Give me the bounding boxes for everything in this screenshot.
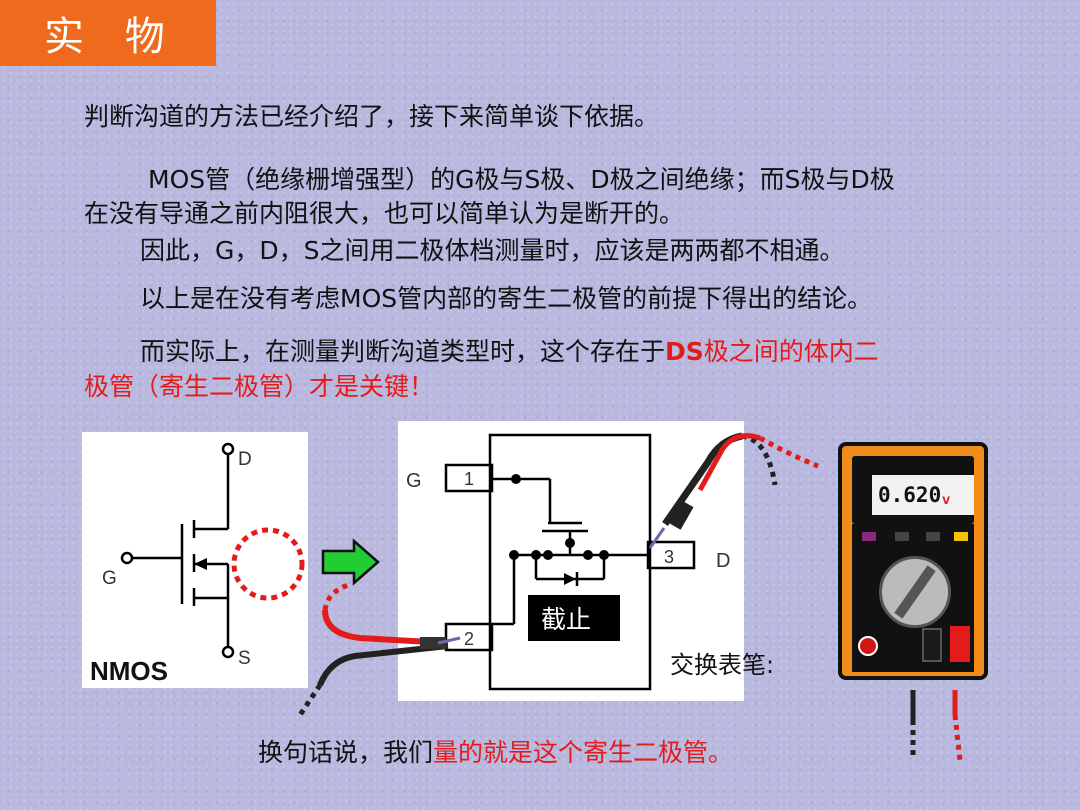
mode-button-yellow[interactable]	[954, 532, 968, 541]
red-probe-plug[interactable]	[950, 626, 970, 662]
input-jack-red[interactable]	[858, 636, 878, 656]
mosfet-chip-diagram: G 1 2 3 D 截止	[406, 433, 730, 691]
chip-d-label: D	[716, 550, 730, 572]
chip-pin-2: 2	[464, 629, 474, 649]
nmos-g-label: G	[102, 568, 117, 589]
slide-title: 实 物	[0, 0, 216, 66]
multimeter-display: 0.620 v	[872, 475, 974, 515]
mode-button-1[interactable]	[895, 532, 909, 541]
nmos-s-label: S	[238, 648, 251, 669]
paragraph-4-line-2: 极管（寄生二极管）才是关键！	[84, 372, 435, 401]
cutoff-label: 截止	[541, 605, 591, 634]
paragraph-4-line-1: 而实际上，在测量判断沟道类型时，这个存在于DS极之间的体内二	[140, 337, 879, 367]
chip-pin-3: 3	[664, 547, 674, 567]
chip-g-label: G	[406, 470, 422, 492]
dial-pointer	[894, 565, 936, 619]
chip-pin-1: 1	[464, 469, 474, 489]
multimeter-panel	[852, 524, 974, 672]
selector-dial[interactable]	[879, 556, 951, 628]
mode-button-purple[interactable]	[862, 532, 876, 541]
mosfet-chip-panel: G 1 2 3 D 截止	[398, 421, 744, 701]
paragraph-4-part-a: 而实际上，在测量判断沟道类型时，这个存在于	[140, 337, 666, 366]
multimeter-display-frame: 0.620 v	[852, 456, 974, 524]
nmos-d-label: D	[238, 449, 252, 470]
nmos-label: NMOS	[90, 656, 168, 686]
paragraph-4-ds: DS	[665, 337, 704, 366]
multimeter-unit: v	[942, 491, 951, 507]
intro-text: 判断沟道的方法已经介绍了，接下来简单谈下依据。	[84, 102, 660, 131]
paragraph-3: 以上是在没有考虑MOS管内部的寄生二极管的前提下得出的结论。	[140, 284, 873, 313]
paragraph-1-line-2: 在没有导通之前内阻很大，也可以简单认为是断开的。	[84, 199, 685, 228]
bottom-part-b: 量的就是这个寄生二极管。	[433, 738, 734, 767]
nmos-symbol: D G S NMOS	[90, 442, 305, 686]
paragraph-4-part-c: 极之间的体内二	[703, 337, 879, 366]
bottom-part-a: 换句话说，我们	[258, 738, 434, 767]
paragraph-1-line-1: MOS管（绝缘栅增强型）的G极与S极、D极之间绝缘；而S极与D极	[148, 165, 895, 194]
parasitic-diode-highlight	[231, 527, 305, 601]
paragraph-2: 因此，G，D，S之间用二极体档测量时，应该是两两都不相通。	[140, 236, 845, 265]
green-arrow-icon	[321, 538, 380, 586]
black-probe-plug[interactable]	[922, 628, 942, 662]
mode-button-2[interactable]	[926, 532, 940, 541]
swap-probes-label: 交换表笔:	[670, 651, 775, 679]
multimeter-reading: 0.620	[878, 483, 942, 507]
bottom-conclusion: 换句话说，我们量的就是这个寄生二极管。	[258, 738, 733, 768]
multimeter: 0.620 v	[838, 442, 988, 680]
nmos-symbol-panel: D G S NMOS	[82, 432, 308, 688]
